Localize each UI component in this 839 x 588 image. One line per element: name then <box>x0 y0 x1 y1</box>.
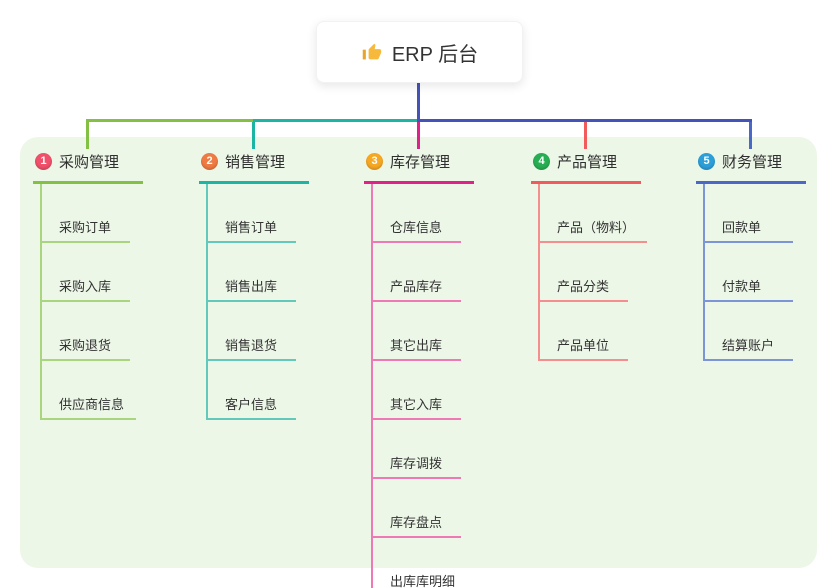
priority-4-badge: 4 <box>533 153 550 170</box>
branch-label: 库存管理 <box>390 154 451 171</box>
topic-node[interactable]: 销售退货 <box>208 302 296 361</box>
connector-drop-4 <box>584 119 587 149</box>
topic-node[interactable]: 库存调拨 <box>373 420 461 479</box>
topic-node[interactable]: 采购入库 <box>42 243 130 302</box>
branches-panel <box>20 137 817 568</box>
root-node-erp[interactable]: ERP 后台 <box>316 21 523 83</box>
branch-inventory: 3 库存管理 仓库信息 产品库存 其它出库 其它入库 库存调拨 库存盘点 出库库… <box>364 143 474 588</box>
topic-node[interactable]: 销售出库 <box>208 243 296 302</box>
branch-children: 仓库信息 产品库存 其它出库 其它入库 库存调拨 库存盘点 出库库明细 <box>371 184 467 588</box>
topic-node[interactable]: 采购退货 <box>42 302 130 361</box>
topic-node[interactable]: 产品单位 <box>540 302 628 361</box>
connector-drop-2 <box>252 119 255 149</box>
topic-node[interactable]: 回款单 <box>705 184 793 243</box>
priority-1-badge: 1 <box>35 153 52 170</box>
branch-title-finance[interactable]: 5 财务管理 <box>696 143 806 184</box>
branch-sales: 2 销售管理 销售订单 销售出库 销售退货 客户信息 <box>199 143 309 420</box>
thumbs-up-icon <box>361 41 383 63</box>
connector-bus-teal <box>253 119 419 122</box>
topic-node[interactable]: 客户信息 <box>208 361 296 420</box>
connector-drop-3 <box>417 119 420 149</box>
priority-2-badge: 2 <box>201 153 218 170</box>
topic-node[interactable]: 产品分类 <box>540 243 628 302</box>
topic-node[interactable]: 出库库明细 <box>373 538 467 588</box>
branch-title-sales[interactable]: 2 销售管理 <box>199 143 309 184</box>
topic-node[interactable]: 采购订单 <box>42 184 130 243</box>
branch-purchase: 1 采购管理 采购订单 采购入库 采购退货 供应商信息 <box>33 143 143 420</box>
branch-title-inventory[interactable]: 3 库存管理 <box>364 143 474 184</box>
branch-children: 产品（物料） 产品分类 产品单位 <box>538 184 648 361</box>
connector-drop-1 <box>86 119 89 149</box>
branch-label: 产品管理 <box>557 154 618 171</box>
branch-children: 采购订单 采购入库 采购退货 供应商信息 <box>40 184 137 420</box>
topic-node[interactable]: 结算账户 <box>705 302 793 361</box>
topic-node[interactable]: 其它入库 <box>373 361 461 420</box>
connector-bus-blue <box>417 119 752 122</box>
branch-finance: 5 财务管理 回款单 付款单 结算账户 <box>696 143 806 361</box>
topic-node[interactable]: 产品（物料） <box>540 184 648 243</box>
branch-children: 回款单 付款单 结算账户 <box>703 184 793 361</box>
branch-children: 销售订单 销售出库 销售退货 客户信息 <box>206 184 296 420</box>
connector-drop-5 <box>749 119 752 149</box>
topic-node[interactable]: 其它出库 <box>373 302 461 361</box>
connector-bus-green <box>86 119 254 122</box>
topic-node[interactable]: 供应商信息 <box>42 361 137 420</box>
branch-label: 财务管理 <box>722 154 783 171</box>
priority-5-badge: 5 <box>698 153 715 170</box>
topic-node[interactable]: 销售订单 <box>208 184 296 243</box>
priority-3-badge: 3 <box>366 153 383 170</box>
root-stem-line <box>417 83 420 120</box>
topic-node[interactable]: 仓库信息 <box>373 184 461 243</box>
branch-title-purchase[interactable]: 1 采购管理 <box>33 143 143 184</box>
branch-label: 销售管理 <box>225 154 286 171</box>
topic-node[interactable]: 付款单 <box>705 243 793 302</box>
topic-node[interactable]: 库存盘点 <box>373 479 461 538</box>
branch-product: 4 产品管理 产品（物料） 产品分类 产品单位 <box>531 143 648 361</box>
topic-node[interactable]: 产品库存 <box>373 243 461 302</box>
branch-title-product[interactable]: 4 产品管理 <box>531 143 641 184</box>
root-node-label: ERP 后台 <box>391 43 479 66</box>
branch-label: 采购管理 <box>59 154 120 171</box>
